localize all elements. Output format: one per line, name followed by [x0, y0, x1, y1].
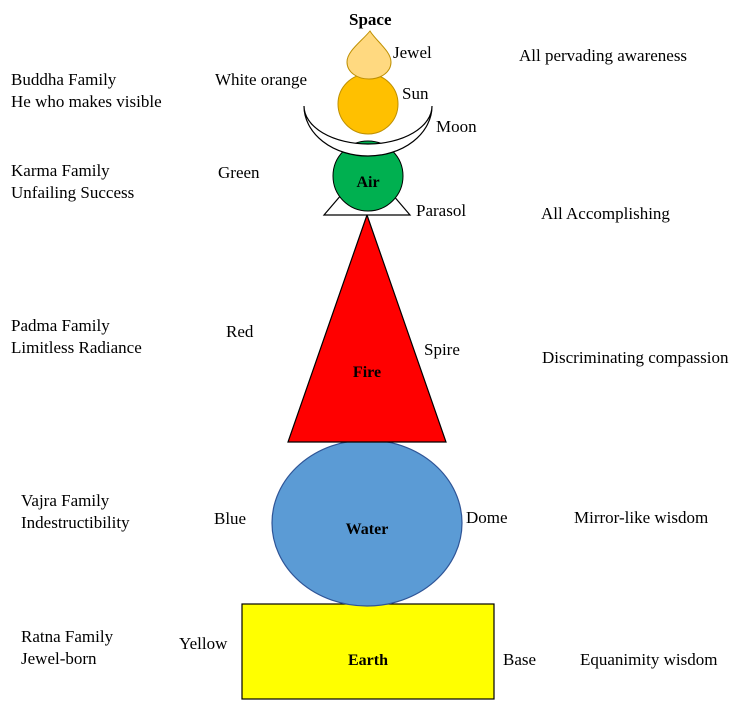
family-name: Karma Family: [11, 161, 110, 180]
air-label: Air: [356, 174, 379, 191]
family-meaning: He who makes visible: [11, 92, 162, 111]
padma-wisdom-label: Discriminating compassion: [542, 348, 729, 367]
earth-label: Earth: [348, 652, 388, 669]
family-meaning: Limitless Radiance: [11, 338, 142, 357]
family-name: Buddha Family: [11, 70, 117, 89]
earth-base-shape: [241, 603, 495, 700]
family-meaning: Jewel-born: [21, 649, 97, 668]
karma-family-label: Karma Family Unfailing Success: [11, 160, 134, 204]
buddha-color-label: White orange: [215, 70, 308, 89]
sun-shape: [337, 73, 399, 135]
ratna-wisdom-label: Equanimity wisdom: [580, 650, 718, 669]
jewel-shape: [346, 30, 392, 80]
karma-color-label: Green: [218, 163, 260, 182]
base-label: Base: [503, 650, 537, 669]
vajra-family-label: Vajra Family Indestructibility: [21, 490, 130, 534]
family-meaning: Unfailing Success: [11, 183, 135, 202]
space-label: Space: [349, 10, 392, 29]
karma-wisdom-label: All Accomplishing: [541, 204, 670, 223]
buddha-wisdom-label: All pervading awareness: [519, 46, 688, 65]
fire-label: Fire: [353, 364, 381, 381]
vajra-color-label: Blue: [214, 509, 247, 528]
dome-label: Dome: [466, 508, 508, 527]
parasol-label: Parasol: [416, 201, 467, 220]
family-name: Padma Family: [11, 316, 110, 335]
moon-label: Moon: [436, 117, 477, 136]
ratna-family-label: Ratna Family Jewel-born: [21, 626, 113, 670]
sun-label: Sun: [402, 84, 429, 103]
vajra-wisdom-label: Mirror-like wisdom: [574, 508, 709, 527]
padma-color-label: Red: [226, 322, 254, 341]
family-name: Vajra Family: [21, 491, 110, 510]
air-sphere-shape: [332, 140, 404, 212]
water-label: Water: [346, 521, 389, 538]
jewel-label: Jewel: [393, 43, 432, 62]
ratna-color-label: Yellow: [179, 634, 228, 653]
family-meaning: Indestructibility: [21, 513, 130, 532]
spire-label: Spire: [424, 340, 460, 359]
padma-family-label: Padma Family Limitless Radiance: [11, 315, 142, 359]
buddha-family-label: Buddha Family He who makes visible: [11, 69, 162, 113]
moon-crescent-shape: [303, 105, 433, 157]
family-name: Ratna Family: [21, 627, 114, 646]
fire-spire-shape: [287, 213, 447, 443]
